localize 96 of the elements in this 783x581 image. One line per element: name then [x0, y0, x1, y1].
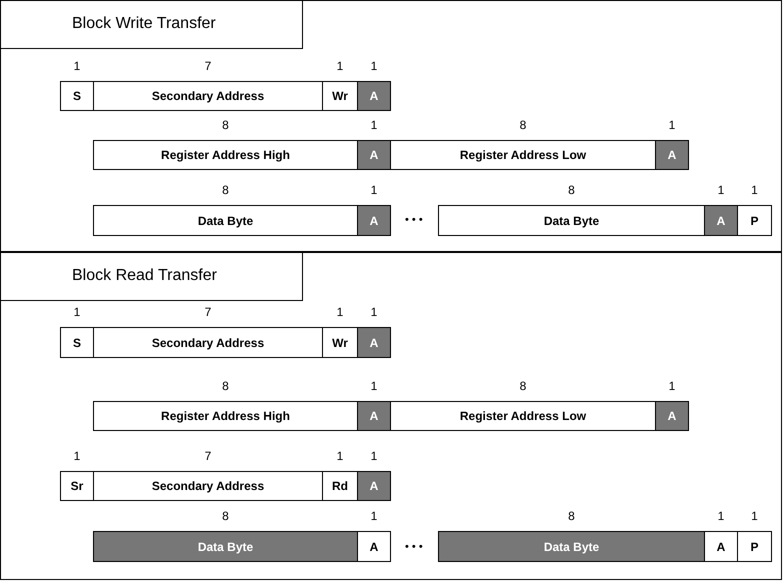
ellipsis: • • •	[405, 213, 423, 227]
bit-count: 8	[221, 379, 230, 393]
bit-field-cell	[60, 81, 94, 111]
field-label: Register Address Low	[460, 409, 586, 423]
bit-count: 8	[221, 509, 230, 523]
bit-field-cell	[655, 140, 689, 170]
bit-count: 1	[336, 305, 344, 319]
bit-count: 8	[518, 118, 528, 132]
bit-field-cell	[357, 327, 391, 358]
bit-field-cell	[390, 401, 656, 431]
bit-count: 1	[370, 449, 378, 463]
bit-count: 1	[668, 118, 676, 132]
bit-count: 1	[336, 59, 344, 73]
bit-field-cell	[322, 471, 358, 501]
bit-field-cell	[93, 140, 358, 170]
transfer-panel	[0, 0, 782, 252]
field-label: A	[716, 540, 726, 554]
bit-count: 1	[716, 183, 726, 197]
bit-field-cell	[322, 81, 358, 111]
field-label: Data Byte	[198, 214, 254, 228]
bit-field-cell	[655, 401, 689, 431]
bit-field-cell	[737, 205, 772, 236]
bit-field-cell	[737, 531, 772, 562]
field-label: Register Address High	[161, 148, 290, 162]
bit-count: 7	[204, 449, 212, 463]
field-label: P	[750, 214, 758, 228]
field-label: Data Byte	[544, 214, 600, 228]
field-label: A	[370, 336, 378, 350]
bit-field-cell	[357, 140, 391, 170]
field-label: A	[668, 148, 676, 162]
transfer-panel	[0, 252, 782, 580]
bit-field-cell	[390, 140, 656, 170]
bit-count: 7	[204, 59, 212, 73]
field-label: Data Byte	[198, 540, 254, 554]
bit-field-cell	[438, 531, 705, 562]
field-label: A	[370, 89, 378, 103]
bit-count: 8	[567, 509, 576, 523]
bit-count: 1	[370, 118, 378, 132]
bit-field-cell	[438, 205, 705, 236]
bit-count: 1	[72, 305, 82, 319]
bit-field-cell	[93, 401, 358, 431]
bit-field-cell	[322, 327, 358, 358]
bit-field-cell	[357, 81, 391, 111]
bit-count: 1	[370, 59, 378, 73]
ellipsis: • • •	[405, 540, 423, 554]
field-label: Register Address Low	[460, 148, 586, 162]
bit-field-cell	[60, 471, 94, 501]
bit-count: 1	[750, 183, 759, 197]
field-label: Data Byte	[544, 540, 600, 554]
field-label: Wr	[332, 89, 348, 103]
panel-title: Block Read Transfer	[0, 252, 303, 301]
bit-count: 8	[567, 183, 576, 197]
field-label: P	[750, 540, 758, 554]
bit-field-cell	[704, 531, 738, 562]
panel-title: Block Write Transfer	[0, 0, 303, 49]
bit-count: 1	[72, 59, 82, 73]
bit-field-cell	[357, 205, 391, 236]
bit-field-cell	[60, 327, 94, 358]
field-label: Sr	[70, 479, 84, 493]
bit-field-cell	[93, 531, 358, 562]
bit-count: 1	[716, 509, 726, 523]
bit-field-cell	[357, 531, 391, 562]
bit-count: 1	[370, 379, 378, 393]
field-label: S	[72, 336, 81, 350]
bit-count: 1	[336, 449, 344, 463]
bit-count: 1	[750, 509, 759, 523]
field-label: Secondary Address	[152, 89, 264, 103]
bit-field-cell	[704, 205, 738, 236]
field-label: A	[370, 479, 378, 493]
bit-count: 8	[221, 183, 230, 197]
bit-field-cell	[93, 81, 323, 111]
field-label: A	[370, 214, 378, 228]
bit-field-cell	[357, 471, 391, 501]
field-label: Wr	[332, 336, 348, 350]
bit-count: 8	[518, 379, 528, 393]
bit-count: 7	[204, 305, 212, 319]
field-label: A	[668, 409, 676, 423]
field-label: S	[72, 89, 81, 103]
field-label: A	[370, 409, 378, 423]
bit-count: 1	[370, 305, 378, 319]
field-label: A	[370, 148, 378, 162]
field-label: Secondary Address	[152, 336, 264, 350]
bit-count: 1	[370, 509, 378, 523]
bit-count: 1	[668, 379, 676, 393]
field-label: A	[370, 540, 378, 554]
field-label: A	[716, 214, 726, 228]
bit-field-cell	[357, 401, 391, 431]
field-label: Register Address High	[161, 409, 290, 423]
bit-field-cell	[93, 327, 323, 358]
bit-count: 1	[370, 183, 378, 197]
bit-count: 1	[72, 449, 82, 463]
field-label: Secondary Address	[152, 479, 264, 493]
bit-field-cell	[93, 205, 358, 236]
field-label: Rd	[332, 479, 348, 493]
bit-count: 8	[221, 118, 230, 132]
bit-field-cell	[93, 471, 323, 501]
